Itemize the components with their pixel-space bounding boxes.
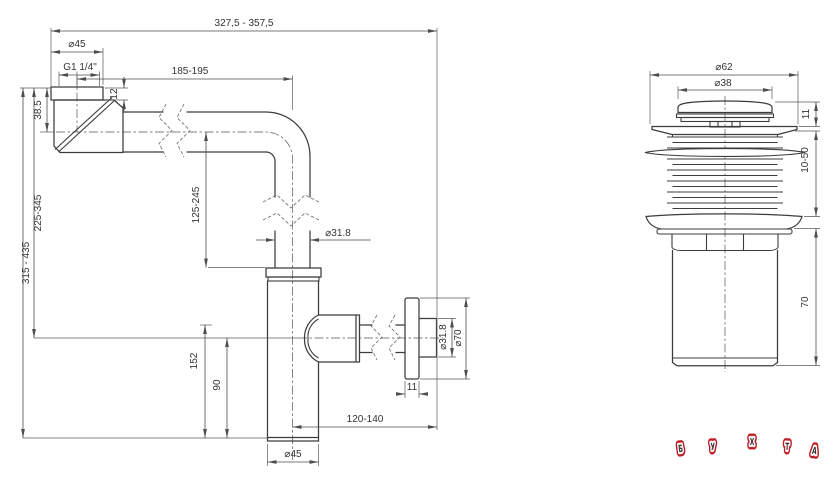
watermark-letter: Х	[750, 435, 755, 447]
watermark-letter: А	[811, 444, 818, 457]
wall-outlet	[303, 297, 438, 380]
seal-washer	[644, 148, 806, 157]
dim-overall-height: 315 - 435	[21, 241, 32, 284]
wall-flange	[404, 297, 420, 380]
dim-wall-offset: 120-140	[347, 414, 384, 425]
watermark-letter: Т	[785, 440, 790, 452]
dim-inlet-flange-diameter: ⌀45	[68, 39, 86, 50]
dim-wall-flange-thickness: 11	[407, 382, 418, 393]
dim-cup-height: 90	[212, 379, 223, 391]
dim-valve-cap-diameter: ⌀38	[714, 78, 732, 89]
horizontal-pipe	[122, 111, 311, 269]
siphon-dimension-labels: 327,5 - 357,5 ⌀45 G1 1/4" 185-195 12 38.…	[21, 18, 464, 460]
dim-valve-cap-height: 11	[801, 108, 812, 119]
valve-dimension-labels: ⌀62 ⌀38 11 10-50 70	[714, 62, 812, 308]
valve-extension-lines	[649, 71, 820, 366]
valve-thread-section	[644, 134, 806, 210]
dim-horizontal-run: 185-195	[172, 66, 209, 77]
dim-height-to-outlet: 225-345	[33, 194, 44, 231]
siphon-centerlines	[56, 76, 443, 460]
valve-tailpiece	[671, 249, 779, 367]
dim-valve-tail-length: 70	[800, 296, 811, 308]
dim-inlet-thread: G1 1/4"	[63, 62, 97, 73]
watermark-logo: Б У Х Т А Б У Х Т А	[674, 432, 821, 460]
valve-dimension-lines	[650, 73, 818, 366]
dim-wall-flange-diameter: ⌀70	[453, 329, 464, 347]
siphon-dimension-lines	[21, 29, 468, 464]
siphon-view: 327,5 - 357,5 ⌀45 G1 1/4" 185-195 12 38.…	[20, 18, 470, 466]
valve-bottom-flange	[645, 213, 803, 252]
dim-body-diameter: ⌀45	[284, 449, 302, 460]
dim-valve-flange-diameter: ⌀62	[715, 62, 733, 73]
siphon-extension-lines	[20, 28, 470, 466]
drain-valve-view: ⌀62 ⌀38 11 10-50 70	[644, 62, 820, 372]
watermark-letter: Б	[678, 442, 684, 455]
dim-inlet-depth: 38.5	[33, 100, 44, 120]
dim-pipe-diameter: ⌀31.8	[325, 228, 351, 239]
dim-overall-width: 327,5 - 357,5	[215, 18, 274, 29]
watermark-letter: У	[710, 440, 716, 452]
dim-vertical-drop: 125-245	[191, 186, 202, 223]
watermark-letter: Т	[785, 440, 790, 452]
dim-wall-pipe-diameter: ⌀31.8	[438, 324, 449, 350]
dim-inlet-flange-height: 12	[109, 88, 120, 100]
dim-body-height: 152	[189, 352, 200, 369]
pipe-break-symbols	[158, 103, 401, 361]
dim-valve-clamp-range: 10-50	[800, 147, 811, 173]
valve-top-flange	[651, 125, 798, 136]
bottle-trap-body	[265, 267, 322, 442]
